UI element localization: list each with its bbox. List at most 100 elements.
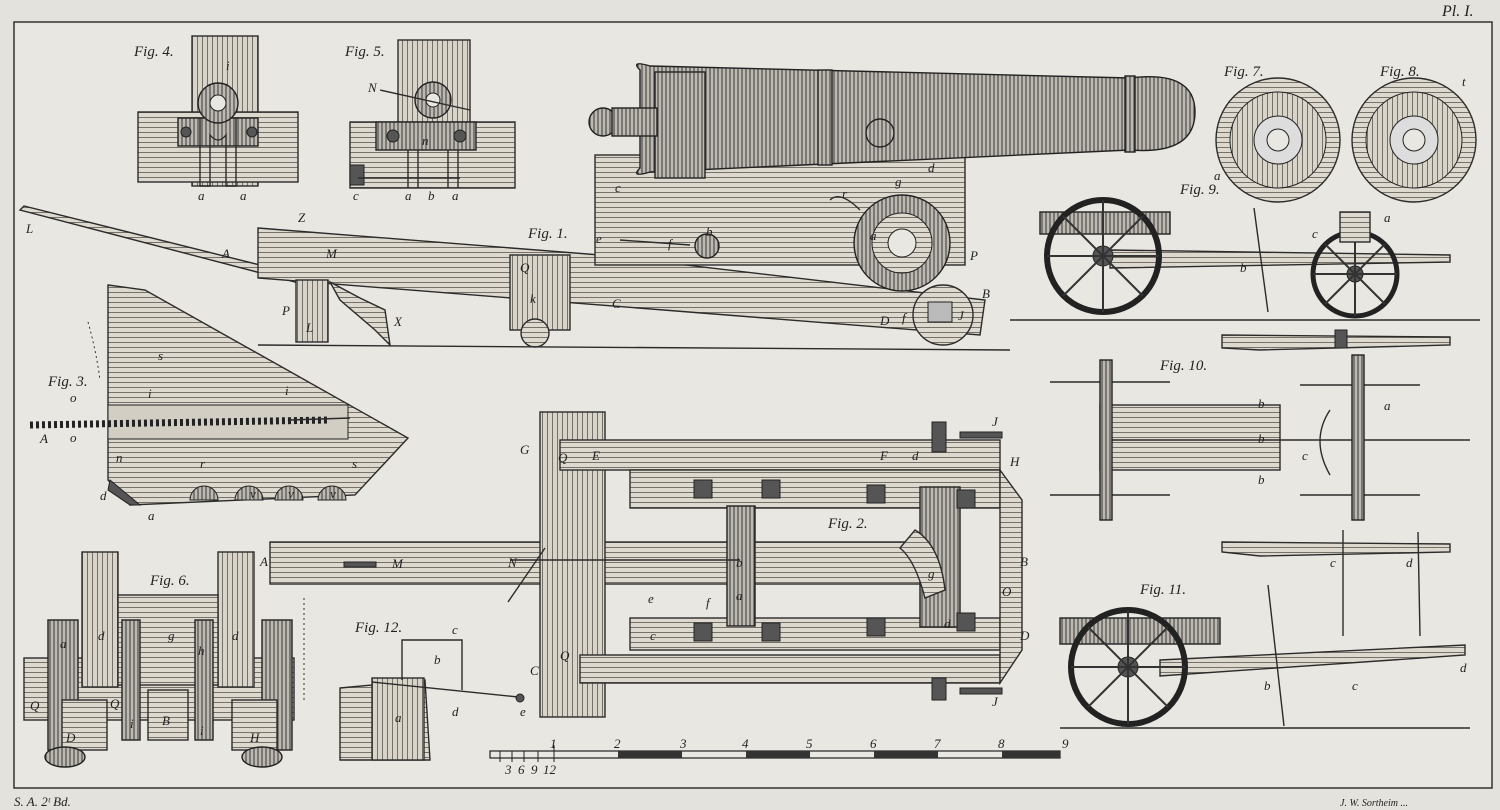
fig2-title: Fig. 2. (827, 516, 868, 532)
fig3-label-v3: v (330, 486, 336, 501)
fig5-label-a1: a (405, 188, 412, 203)
fig2-label-d1: d (912, 448, 919, 463)
fig6-label-i1: i (130, 716, 134, 731)
fig12-label-c: c (452, 622, 458, 637)
fig6-label-a: a (60, 636, 67, 651)
figure-3: Fig. 3. s i i o A o n r s d v v v a (29, 284, 410, 523)
fig6-label-g: g (168, 628, 175, 643)
fig3-label-i1: i (148, 386, 152, 401)
fig6-label-H: H (249, 730, 260, 745)
fig10-label-b3: b (1258, 472, 1265, 487)
fig12-label-e: e (520, 704, 526, 719)
fig6-label-d1: d (98, 628, 105, 643)
fig9-title: Fig. 9. (1179, 182, 1220, 198)
fig4-title: Fig. 4. (133, 44, 174, 60)
fig3-label-o1: o (70, 390, 77, 405)
figure-11: Fig. 11. b c d c d (1059, 530, 1470, 729)
fig1-label-B: B (982, 286, 990, 301)
figure-1: Fig. 1. L A Z M Q k C P L X c d g e f b … (18, 63, 1196, 351)
fig1-label-b: b (706, 224, 713, 239)
fig3-label-o2: o (70, 430, 77, 445)
fig3-label-A: A (39, 431, 48, 446)
fig1-label-D: D (879, 313, 890, 328)
fig2-label-C: C (530, 663, 539, 678)
fig10-label-c: c (1302, 448, 1308, 463)
fig4-label-a2: a (240, 188, 247, 203)
fig1-label-M: M (325, 246, 338, 261)
scale-8: 8 (998, 736, 1005, 751)
fig1-label-J: J (958, 308, 965, 323)
fig1-label-C: C (612, 296, 621, 311)
figure-8: Fig. 8. t (1351, 64, 1477, 203)
fig8-label-t: t (1462, 74, 1466, 89)
fig6-title: Fig. 6. (149, 573, 190, 589)
fig12-label-b: b (434, 652, 441, 667)
fig3-label-s2: s (352, 456, 357, 471)
fig9-label-b: b (1240, 260, 1247, 275)
fig2-label-E: E (591, 448, 600, 463)
fig3-label-n: n (116, 450, 123, 465)
fig12-title: Fig. 12. (354, 620, 402, 636)
figure-12: Fig. 12. c b d e a (339, 620, 526, 761)
figure-9: Fig. 9. a b c (1010, 182, 1480, 321)
fig2-label-M: M (391, 556, 404, 571)
fig7-label-a: a (1214, 168, 1221, 183)
fig2-label-G: G (520, 442, 530, 457)
fig2-label-c: c (650, 628, 656, 643)
scale-3: 3 (679, 736, 687, 751)
figure-6: Fig. 6. a d g d h Q Q i i D B H (23, 551, 305, 768)
fig12-label-d: d (452, 704, 459, 719)
fig2-label-F: F (879, 448, 889, 463)
scale-6: 6 (870, 736, 877, 751)
fig1-label-L: L (25, 221, 33, 236)
fig1-label-d: d (928, 160, 935, 175)
scale-minor-3: 3 (504, 762, 512, 777)
fig1-label-c: c (615, 180, 621, 195)
fig1-label-a: a (870, 228, 877, 243)
figure-7: Fig. 7. a (1214, 64, 1341, 203)
fig3-label-s1: s (158, 348, 163, 363)
fig1-label-k: k (530, 291, 536, 306)
fig2-label-A: A (259, 554, 268, 569)
fig2-label-O: O (1002, 584, 1012, 599)
fig6-label-d2: d (232, 628, 239, 643)
fig12-label-a: a (395, 710, 402, 725)
fig6-label-Q2: Q (110, 696, 120, 711)
fig2-label-J2: J (992, 694, 999, 709)
scale-1: 1 (550, 736, 557, 751)
fig6-label-D: D (65, 730, 76, 745)
fig1-label-e: e (596, 231, 602, 246)
fig11-label-c2: c (1330, 555, 1336, 570)
fig3-label-i2: i (285, 383, 289, 398)
fig3-label-a: a (148, 508, 155, 523)
fig4-label-i: i (226, 58, 230, 73)
fig2-label-f: f (706, 595, 712, 610)
fig3-label-d: d (100, 488, 107, 503)
fig11-title: Fig. 11. (1139, 582, 1186, 598)
fig1-label-Q: Q (520, 260, 530, 275)
footer-left: S. A. 2ᵗ Bd. (14, 794, 71, 809)
footer-right: J. W. Sortheim ... (1340, 798, 1408, 809)
fig1-label-r: r (842, 186, 848, 201)
fig11-label-c: c (1352, 678, 1358, 693)
fig7-title: Fig. 7. (1223, 64, 1264, 80)
fig3-label-v1: v (250, 486, 256, 501)
fig5-label-a2: a (452, 188, 459, 203)
fig2-label-g: g (928, 566, 935, 581)
fig10-label-a: a (1384, 398, 1391, 413)
scale-2: 2 (614, 736, 621, 751)
fig5-label-N: N (367, 80, 378, 95)
fig2-label-J1: J (992, 414, 999, 429)
scale-minor-12: 12 (543, 762, 557, 777)
fig11-label-d2: d (1406, 555, 1413, 570)
scale-7: 7 (934, 736, 941, 751)
figure-10: Fig. 10. b b b a c (1050, 329, 1470, 521)
fig2-label-Q1: Q (558, 450, 568, 465)
scale-5: 5 (806, 736, 813, 751)
fig2-label-a: a (736, 588, 743, 603)
fig2-label-N: N (507, 555, 518, 570)
fig11-label-b: b (1264, 678, 1271, 693)
fig10-label-b1: b (1258, 396, 1265, 411)
fig5-title: Fig. 5. (344, 44, 385, 60)
